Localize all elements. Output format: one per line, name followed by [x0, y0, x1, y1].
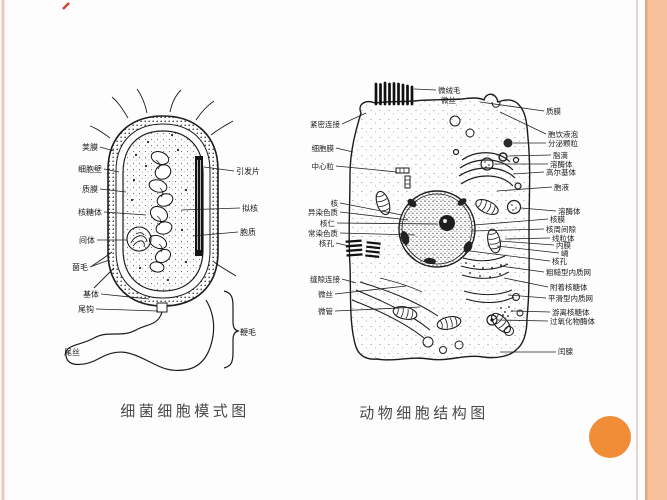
label-lamellae: 引发片	[236, 166, 260, 176]
label-microfilament-top: 微丝	[441, 95, 456, 105]
label-microtubule: 微管	[318, 306, 333, 316]
label-euchromatin: 常染色质	[308, 228, 338, 238]
label-basal-body: 基体	[83, 289, 99, 299]
rough-er	[460, 255, 510, 279]
stray-red-mark	[62, 2, 70, 10]
smooth-er	[463, 289, 515, 303]
label-secretory-granule: 分泌颗粒	[548, 138, 578, 148]
label-pinocytic-vesicle: 胞饮液泡	[548, 129, 578, 139]
left-accent-stripe	[1, 0, 5, 500]
label-peroxisome: 过氧化物酶体	[550, 316, 595, 326]
bacteria-leader-lines	[89, 146, 241, 312]
label-lysosome-1: 溶酶体	[550, 159, 573, 169]
flagellum-bracket	[223, 290, 240, 369]
bacteria-diagram: 荚膜 细胞壁 质膜 核糖体 间体 菌毛 引发片 拟核 胞质 基体 尾钩 尾丝 鞭…	[64, 88, 260, 372]
animal-cell-diagram: 微绒毛 微丝 紧密连接 细胞膜 中心粒 核 异染色质 核仁 常染色质 核孔 缝隙…	[308, 81, 595, 361]
label-gap-junction: 缝隙连接	[310, 274, 340, 284]
label-centriole: 中心粒	[312, 161, 335, 171]
label-mitochondrion: 线粒体	[552, 233, 575, 243]
label-mesosome: 间体	[79, 235, 95, 245]
label-tail-filament: 尾丝	[64, 347, 80, 357]
animal-leader-lines	[334, 88, 560, 353]
label-cell-wall: 细胞壁	[78, 164, 102, 174]
lipid-droplet	[498, 152, 508, 162]
nucleolus	[439, 215, 455, 231]
free-ribosomes	[500, 306, 513, 317]
golgi-body	[452, 148, 522, 190]
label-microfilament: 微丝	[318, 289, 333, 299]
lamellae-stacks	[345, 239, 381, 258]
label-cytosol: 胞液	[554, 182, 569, 192]
label-hook: 尾钩	[78, 304, 94, 314]
centrioles	[395, 167, 411, 189]
bacteria-nucleoid	[148, 151, 174, 273]
label-junction-bottom: 闰腺	[558, 346, 573, 356]
vesicles	[422, 115, 524, 354]
bacteria-lamellar-rod	[195, 156, 203, 256]
label-nucleus: 核	[331, 198, 339, 208]
label-nuclear-pore: 核孔	[552, 256, 567, 266]
lysosome-2	[506, 199, 522, 215]
right-accent-band	[645, 0, 667, 500]
bacteria-pili-hairs	[89, 88, 237, 289]
lysosome-1	[480, 157, 494, 171]
label-nuclear-envelope: 核膜	[550, 214, 565, 224]
label-tight-junction: 紧密连接	[310, 119, 340, 129]
label-pili: 菌毛	[72, 262, 88, 272]
label-ribosome: 核糖体	[78, 207, 102, 217]
label-microvilli: 微绒毛	[438, 85, 461, 95]
label-plasma-membrane: 质膜	[82, 184, 98, 194]
label-cristae: 嵴	[561, 248, 569, 258]
label-flagellum: 鞭毛	[240, 327, 256, 337]
microvilli	[374, 81, 414, 106]
label-inner-membrane: 内膜	[556, 240, 571, 250]
peroxisome	[486, 314, 498, 326]
label-nucleoid: 拟核	[242, 203, 258, 213]
label-smooth-er: 平滑型内质网	[548, 293, 593, 303]
label-heterochromatin: 异染色质	[308, 207, 338, 217]
label-plasma-membrane-animal: 质膜	[546, 106, 561, 116]
label-nuclear-pore-left: 核孔	[319, 238, 334, 248]
caption-bacteria-diagram: 细菌细胞模式图	[120, 403, 250, 420]
nucleus	[398, 190, 476, 268]
label-golgi: 高尔基体	[546, 167, 576, 177]
label-capsule: 荚膜	[82, 142, 98, 152]
caption-animal-diagram: 动物细胞结构图	[359, 405, 489, 422]
bacteria-ribosome-dots	[130, 133, 188, 282]
bacteria-labels: 荚膜 细胞壁 质膜 核糖体 间体 菌毛 引发片 拟核 胞质 基体 尾钩 尾丝 鞭…	[64, 142, 260, 357]
accent-circle	[589, 416, 631, 458]
label-lipid-droplet: 脂滴	[553, 150, 568, 160]
microtubules	[351, 277, 439, 339]
label-attached-ribosomes: 附着核糖体	[550, 282, 588, 292]
label-free-ribosomes: 游离核糖体	[552, 307, 590, 317]
label-rough-er: 粗糙型内质网	[546, 267, 591, 277]
right-thin-line	[636, 0, 638, 500]
label-nucleolus: 核仁	[320, 218, 335, 228]
animal-labels: 微绒毛 微丝 紧密连接 细胞膜 中心粒 核 异染色质 核仁 常染色质 核孔 缝隙…	[308, 85, 595, 356]
label-cell-membrane: 细胞膜	[312, 143, 335, 153]
bacteria-mesosome	[126, 226, 152, 252]
bacteria-flagellum	[65, 290, 240, 372]
secretory-granule	[503, 138, 513, 148]
right-accent-band-edge	[645, 0, 648, 500]
label-cytoplasm: 胞质	[240, 227, 256, 237]
label-perinuclear-space: 核周间隙	[546, 224, 576, 234]
label-lysosome-2: 溶酶体	[558, 206, 581, 216]
